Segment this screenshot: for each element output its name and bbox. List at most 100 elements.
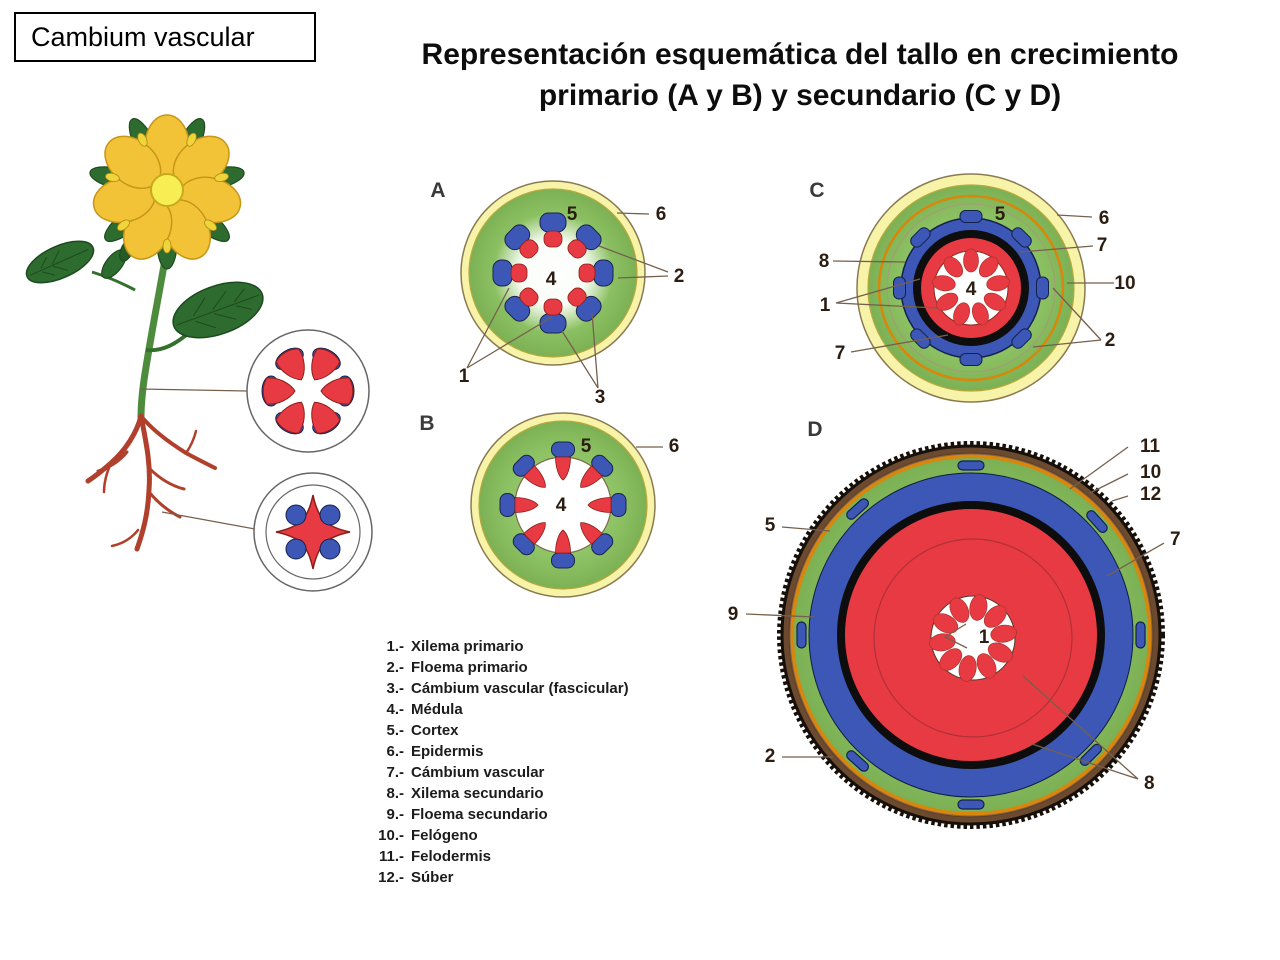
flower-head bbox=[89, 114, 245, 270]
diagram-d-label-7: 7 bbox=[1170, 529, 1181, 550]
stem-cross-section-callout bbox=[246, 329, 370, 453]
legend-label: Xilema secundario bbox=[411, 785, 544, 802]
diagram-b: B 5 6 4 bbox=[419, 412, 680, 598]
diagram-a-label-5: 5 bbox=[567, 204, 578, 225]
right-leaf bbox=[172, 281, 264, 339]
diagram-d-lines-8 bbox=[1022, 675, 1139, 780]
legend-item-10: 10.- Felógeno bbox=[366, 825, 629, 846]
diagram-c-lines-1 bbox=[835, 278, 938, 309]
diagram-d-primary-xylem-teeth bbox=[929, 594, 1017, 682]
diagram-c-label-7-right: 7 bbox=[1097, 235, 1108, 256]
diagram-a-line-6 bbox=[616, 212, 650, 215]
diagram-d-label-9: 9 bbox=[728, 604, 739, 625]
legend-num: 2.- bbox=[386, 659, 404, 676]
legend-label: Cortex bbox=[411, 722, 459, 739]
legend-num: 10.- bbox=[378, 827, 404, 844]
diagram-c-label-2: 2 bbox=[1105, 330, 1116, 351]
legend-num: 6.- bbox=[386, 743, 404, 760]
diagram-d-label-11: 11 bbox=[1140, 436, 1161, 457]
sepal-dots bbox=[105, 132, 229, 254]
cambium-vascular-box-label: Cambium vascular bbox=[31, 21, 255, 52]
legend-item-7: 7.-Cámbium vascular bbox=[366, 762, 629, 783]
diagram-a-letter: A bbox=[430, 179, 445, 202]
legend-item-5: 5.- Cortex bbox=[366, 720, 629, 741]
diagram-d-line-7 bbox=[1106, 542, 1165, 577]
flower-center bbox=[150, 173, 184, 207]
legend-item-8: 8.- Xilema secundario bbox=[366, 783, 629, 804]
diagram-d-label-10: 10 bbox=[1140, 462, 1161, 483]
diagram-d: D 11 10 12 7 5 9 2 8 1 bbox=[728, 418, 1181, 829]
diagram-c-label-6: 6 bbox=[1099, 208, 1110, 229]
diagram-c: C 5 6 7 8 10 1 2 7 4 bbox=[809, 173, 1136, 403]
main-title: Representación esquemática del tallo en … bbox=[330, 34, 1270, 116]
flower-illustration bbox=[25, 114, 373, 592]
diagram-c-phloem-bumps bbox=[893, 210, 1049, 366]
legend-item-4: 4.- Médula bbox=[366, 699, 629, 720]
legend-label: Xilema primario bbox=[411, 638, 524, 655]
diagram-c-lines-2 bbox=[1032, 287, 1102, 348]
legend-num: 4.- bbox=[386, 701, 404, 718]
diagram-c-label-4: 4 bbox=[966, 279, 977, 300]
legend-num: 3.- bbox=[386, 680, 404, 697]
diagram-b-label-6: 6 bbox=[669, 436, 680, 457]
diagram-a-label-6: 6 bbox=[656, 204, 667, 225]
petals bbox=[92, 114, 242, 260]
diagram-d-line-11 bbox=[1069, 446, 1129, 490]
diagram-d-lines-1 bbox=[943, 623, 968, 649]
diagram-c-line-7a bbox=[1019, 245, 1094, 253]
diagram-a-label-4: 4 bbox=[546, 269, 557, 290]
root-xylem-star bbox=[275, 494, 351, 570]
legend-item-12: 12.- Súber bbox=[366, 867, 629, 888]
diagram-d-label-5: 5 bbox=[765, 515, 776, 536]
legend-label: Epidermis bbox=[411, 743, 484, 760]
roots bbox=[85, 413, 217, 552]
diagram-c-line-6 bbox=[1056, 214, 1093, 218]
legend-num: 11.- bbox=[378, 848, 404, 865]
diagram-d-line-5 bbox=[781, 526, 831, 532]
diagram-a-label-2: 2 bbox=[674, 266, 685, 287]
main-title-line1: Representación esquemática del tallo en … bbox=[421, 38, 1179, 71]
legend-label: Médula bbox=[411, 701, 463, 718]
diagram-c-label-5: 5 bbox=[995, 204, 1006, 225]
diagram-b-letter: B bbox=[419, 412, 434, 435]
diagram-d-label-12: 12 bbox=[1140, 484, 1161, 505]
left-leaf-petiole bbox=[91, 270, 136, 292]
legend-num: 12.- bbox=[378, 869, 404, 886]
diagram-c-primary-xylem-teeth bbox=[932, 248, 1010, 326]
legend-item-2: 2.- Floema primario bbox=[366, 657, 629, 678]
legend-label: Cámbium vascular bbox=[411, 764, 545, 781]
diagram-a-lines-3 bbox=[561, 312, 599, 389]
legend-label: Felodermis bbox=[411, 848, 492, 865]
legend-label: Floema primario bbox=[411, 659, 528, 676]
diagram-d-label-8: 8 bbox=[1144, 773, 1155, 794]
flower-stem bbox=[137, 250, 170, 421]
legend-num: 5.- bbox=[386, 722, 404, 739]
stem-callout-line bbox=[139, 388, 248, 392]
legend-item-3: 3.-Cámbium vascular (fascicular) bbox=[366, 678, 628, 699]
diagram-c-letter: C bbox=[809, 179, 824, 202]
legend-num: 1.- bbox=[386, 638, 404, 655]
diagram-d-label-2: 2 bbox=[765, 746, 776, 767]
legend-num: 8.- bbox=[386, 785, 404, 802]
diagram-b-label-4: 4 bbox=[556, 495, 567, 516]
diagram-c-label-8: 8 bbox=[819, 251, 830, 272]
legend-item-6: 6.- Epidermis bbox=[366, 741, 629, 762]
diagram-d-bark-jagged-edge bbox=[777, 441, 1165, 829]
diagram-d-primary-phloem-lenses bbox=[796, 460, 1146, 810]
root-callout-line bbox=[161, 511, 256, 530]
diagram-c-line-8 bbox=[832, 260, 906, 263]
diagram-d-label-1: 1 bbox=[979, 627, 990, 648]
legend-num: 9.- bbox=[386, 806, 404, 823]
diagram-a-lines-2 bbox=[598, 245, 669, 279]
diagram-d-line-10 bbox=[1089, 473, 1129, 494]
diagram-a: A 5 6 4 2 1 3 bbox=[430, 179, 684, 408]
main-title-line2: primario (A y B) y secundario (C y D) bbox=[538, 79, 1062, 112]
legend-label: Súber bbox=[411, 869, 454, 886]
diagram-b-vascular-bundles bbox=[499, 441, 627, 569]
legend-label: Felógeno bbox=[411, 827, 478, 844]
diagram-a-label-3: 3 bbox=[595, 387, 606, 408]
root-cross-section-callout bbox=[253, 472, 373, 592]
diagram-c-label-7-bottom: 7 bbox=[835, 343, 846, 364]
